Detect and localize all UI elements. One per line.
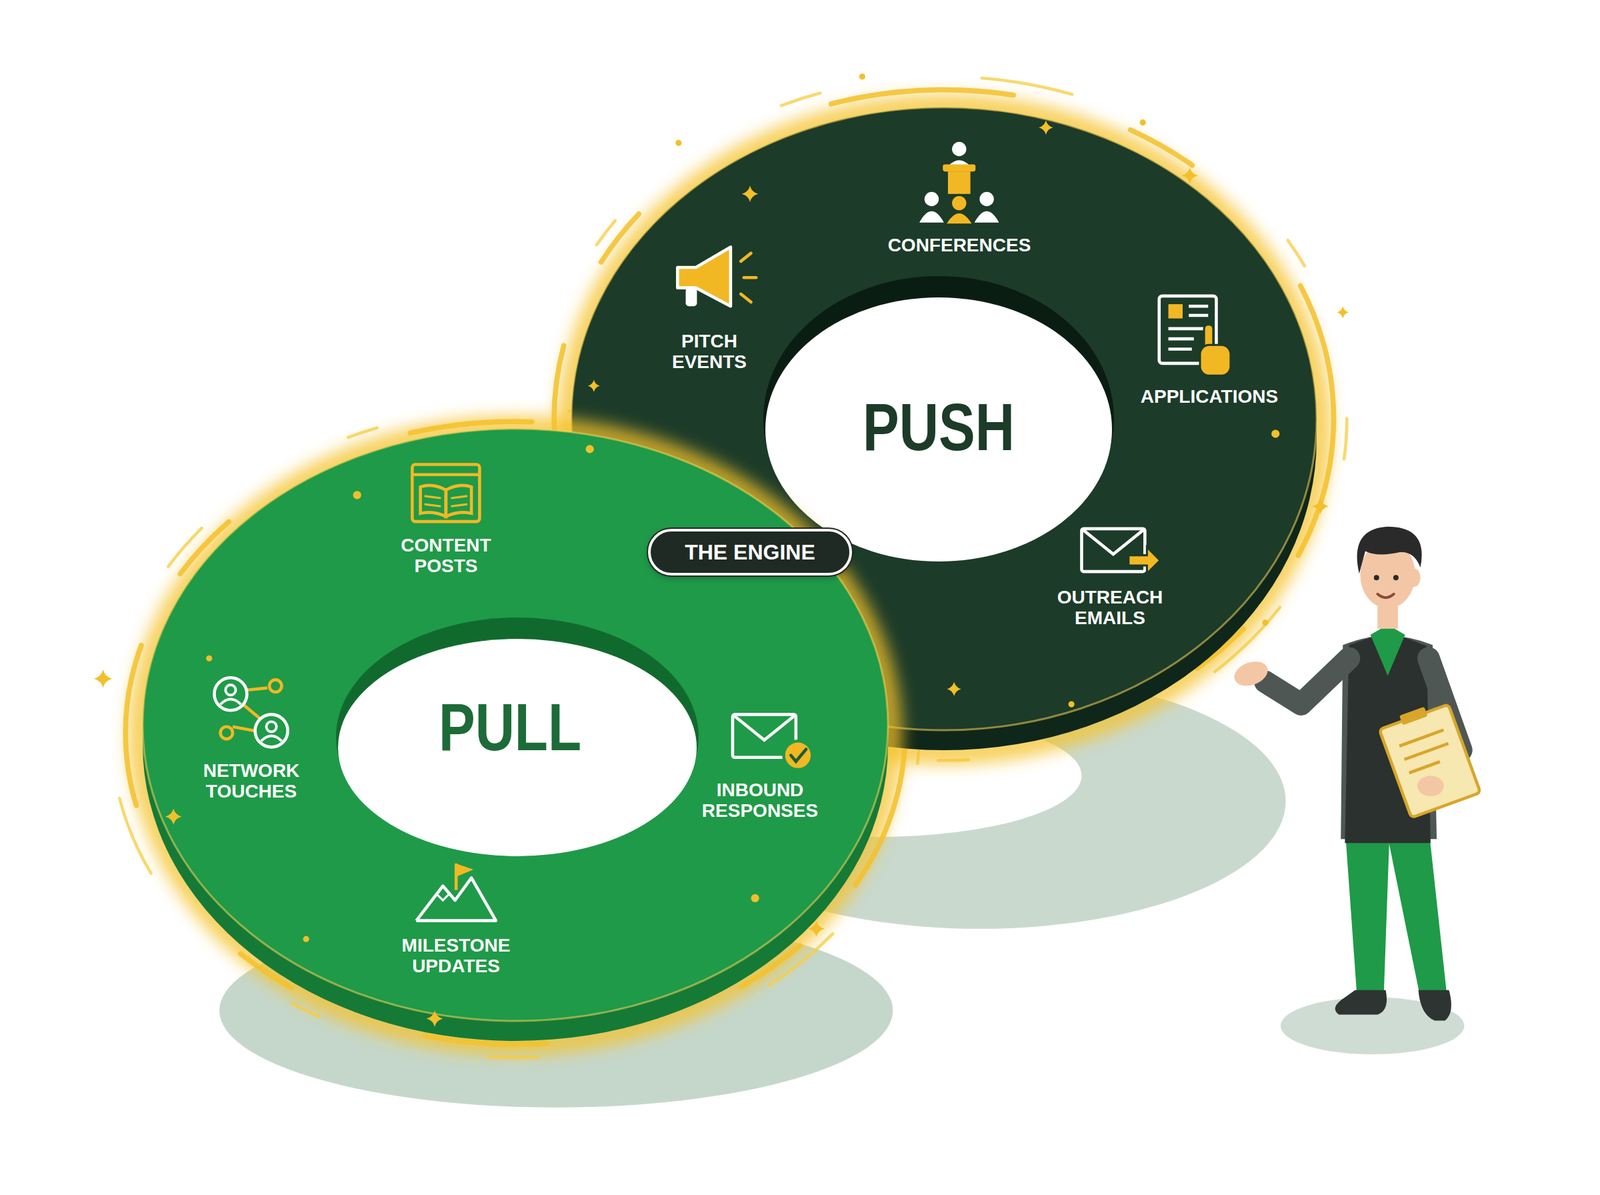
illustration [94, 73, 1481, 1027]
ring-hole [338, 638, 697, 856]
channel-label: CONFERENCES [866, 234, 1053, 256]
ring-top [142, 428, 888, 1021]
person-shadow [1280, 996, 1465, 1054]
channel-label: OUTREACH EMAILS [1046, 586, 1174, 629]
pill-label: THE ENGINE [684, 540, 816, 565]
shadows-and-streaks [111, 76, 1465, 1108]
channel-label: INBOUND RESPONSES [686, 779, 834, 822]
channel-label: NETWORK TOUCHES [184, 760, 318, 802]
channel-label: APPLICATIONS [1116, 386, 1303, 407]
ring-hole-wall [763, 276, 1114, 562]
outreach-email-icon [1081, 528, 1160, 574]
ring-title: PULL [390, 693, 631, 760]
network-icon [214, 677, 288, 747]
ring-title: PUSH [818, 393, 1060, 460]
presenter-person [1230, 526, 1480, 1021]
channel-label: PITCH EVENTS [652, 330, 766, 373]
ring-hole-wall [336, 617, 699, 856]
channel-label: CONTENT POSTS [382, 534, 510, 577]
engine-pill: THE ENGINE [648, 528, 852, 576]
conferences-icon [919, 142, 999, 225]
pull-ring: PULL CONTENT POSTS NETWORK TOUCHES MILESTON… [142, 428, 888, 1021]
ring-glow [140, 427, 891, 1044]
sparkles [94, 73, 1350, 1027]
pull-gold-streaks [125, 421, 905, 1044]
milestone-icon [416, 863, 496, 921]
ring-hole [765, 297, 1112, 562]
channel-label: MILESTONE UPDATES [386, 934, 526, 977]
inbound-email-icon [732, 714, 812, 770]
applications-icon [1159, 296, 1231, 376]
megaphone-icon [677, 246, 756, 306]
content-posts-icon [412, 464, 480, 522]
